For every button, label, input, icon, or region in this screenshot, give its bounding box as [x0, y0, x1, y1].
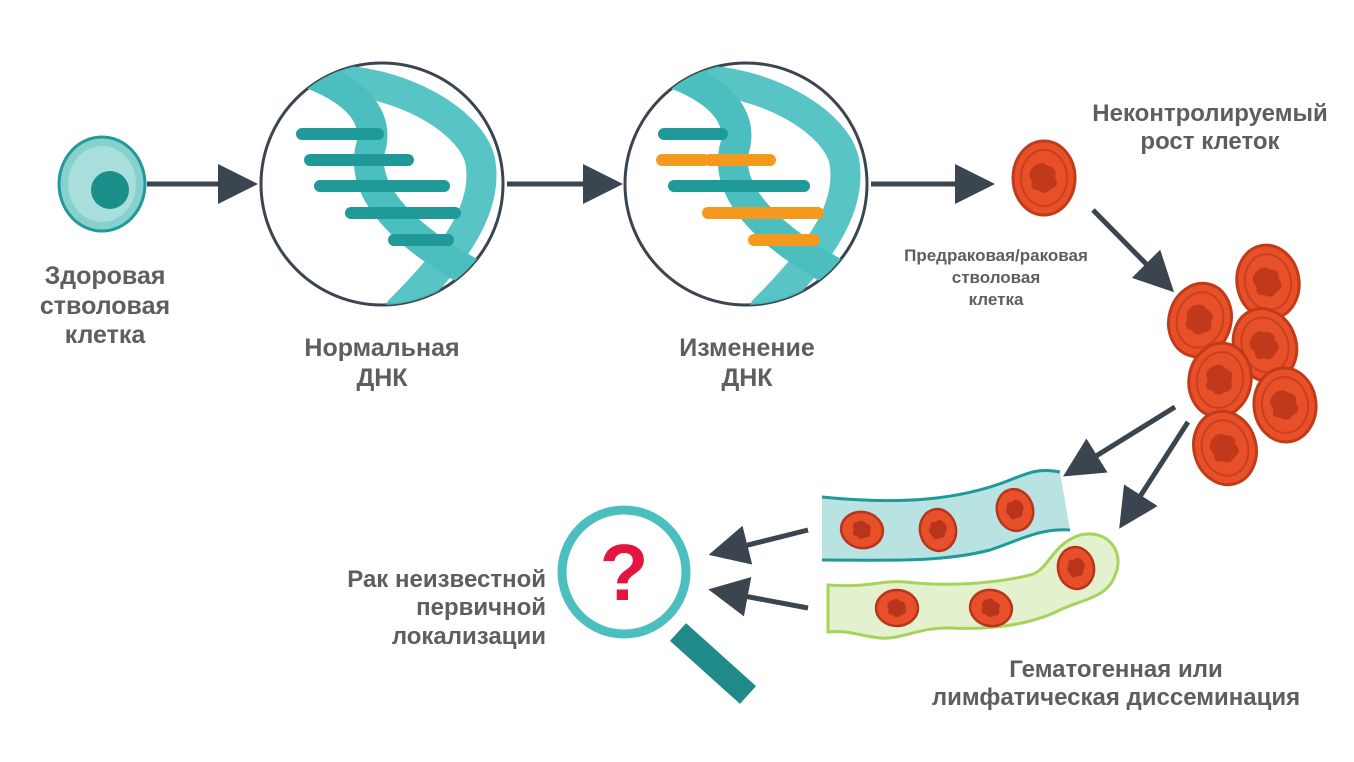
arrow-lymph-to-magnifier — [708, 577, 809, 617]
label-line: ДНК — [356, 363, 408, 392]
label-line: клетка — [968, 289, 1024, 309]
label-line: ДНК — [721, 363, 773, 392]
label-line: Гематогенная или — [1009, 656, 1223, 683]
label-line: клетка — [64, 321, 146, 349]
label-healthy-cell: Здоровая стволовая клетка — [20, 262, 190, 351]
label-line: локализации — [391, 622, 546, 650]
cell-cluster-icon — [1158, 238, 1321, 494]
label-line: стволовая — [951, 267, 1041, 287]
arrow-cancer-to-cluster — [1091, 208, 1175, 293]
arrow-cluster-to-lymph — [1119, 420, 1191, 529]
question-mark: ? — [600, 528, 649, 617]
label-line: лимфатическая диссеминация — [931, 684, 1301, 712]
label-line: Предраковая/раковая — [904, 246, 1088, 265]
label-line: рост клеток — [1140, 128, 1280, 156]
magnifier-icon: ? — [557, 505, 757, 704]
label-uncontrolled-growth: Неконтролируемый рост клеток — [1080, 100, 1340, 157]
label-line: стволовая — [39, 291, 171, 320]
label-line: Нормальная — [304, 334, 460, 362]
label-normal-dna: Нормальная ДНК — [292, 334, 472, 393]
label-line: Здоровая — [44, 262, 166, 290]
label-line: Рак неизвестной — [347, 566, 546, 593]
blood-vessel-icon — [821, 468, 1071, 562]
arrow-cluster-to-blood — [1063, 404, 1177, 477]
changed-dna-icon — [623, 61, 869, 307]
label-changed-dna: Изменение ДНК — [662, 334, 832, 393]
lymph-vessel-icon — [826, 532, 1120, 640]
label-dissemination: Гематогенная или лимфатическая диссемина… — [888, 656, 1344, 713]
cancer-stem-cell-icon — [1011, 139, 1077, 217]
healthy-stem-cell-icon — [57, 135, 147, 233]
label-line: Изменение — [679, 334, 815, 362]
label-line: Неконтролируемый — [1092, 100, 1328, 127]
arrow-blood-to-magnifier — [708, 525, 809, 565]
label-line: первичной — [416, 594, 546, 622]
label-precancer-cell: Предраковая/раковая стволовая клетка — [872, 245, 1120, 310]
label-unknown-primary: Рак неизвестной первичной локализации — [296, 566, 546, 651]
normal-dna-icon — [259, 61, 505, 307]
